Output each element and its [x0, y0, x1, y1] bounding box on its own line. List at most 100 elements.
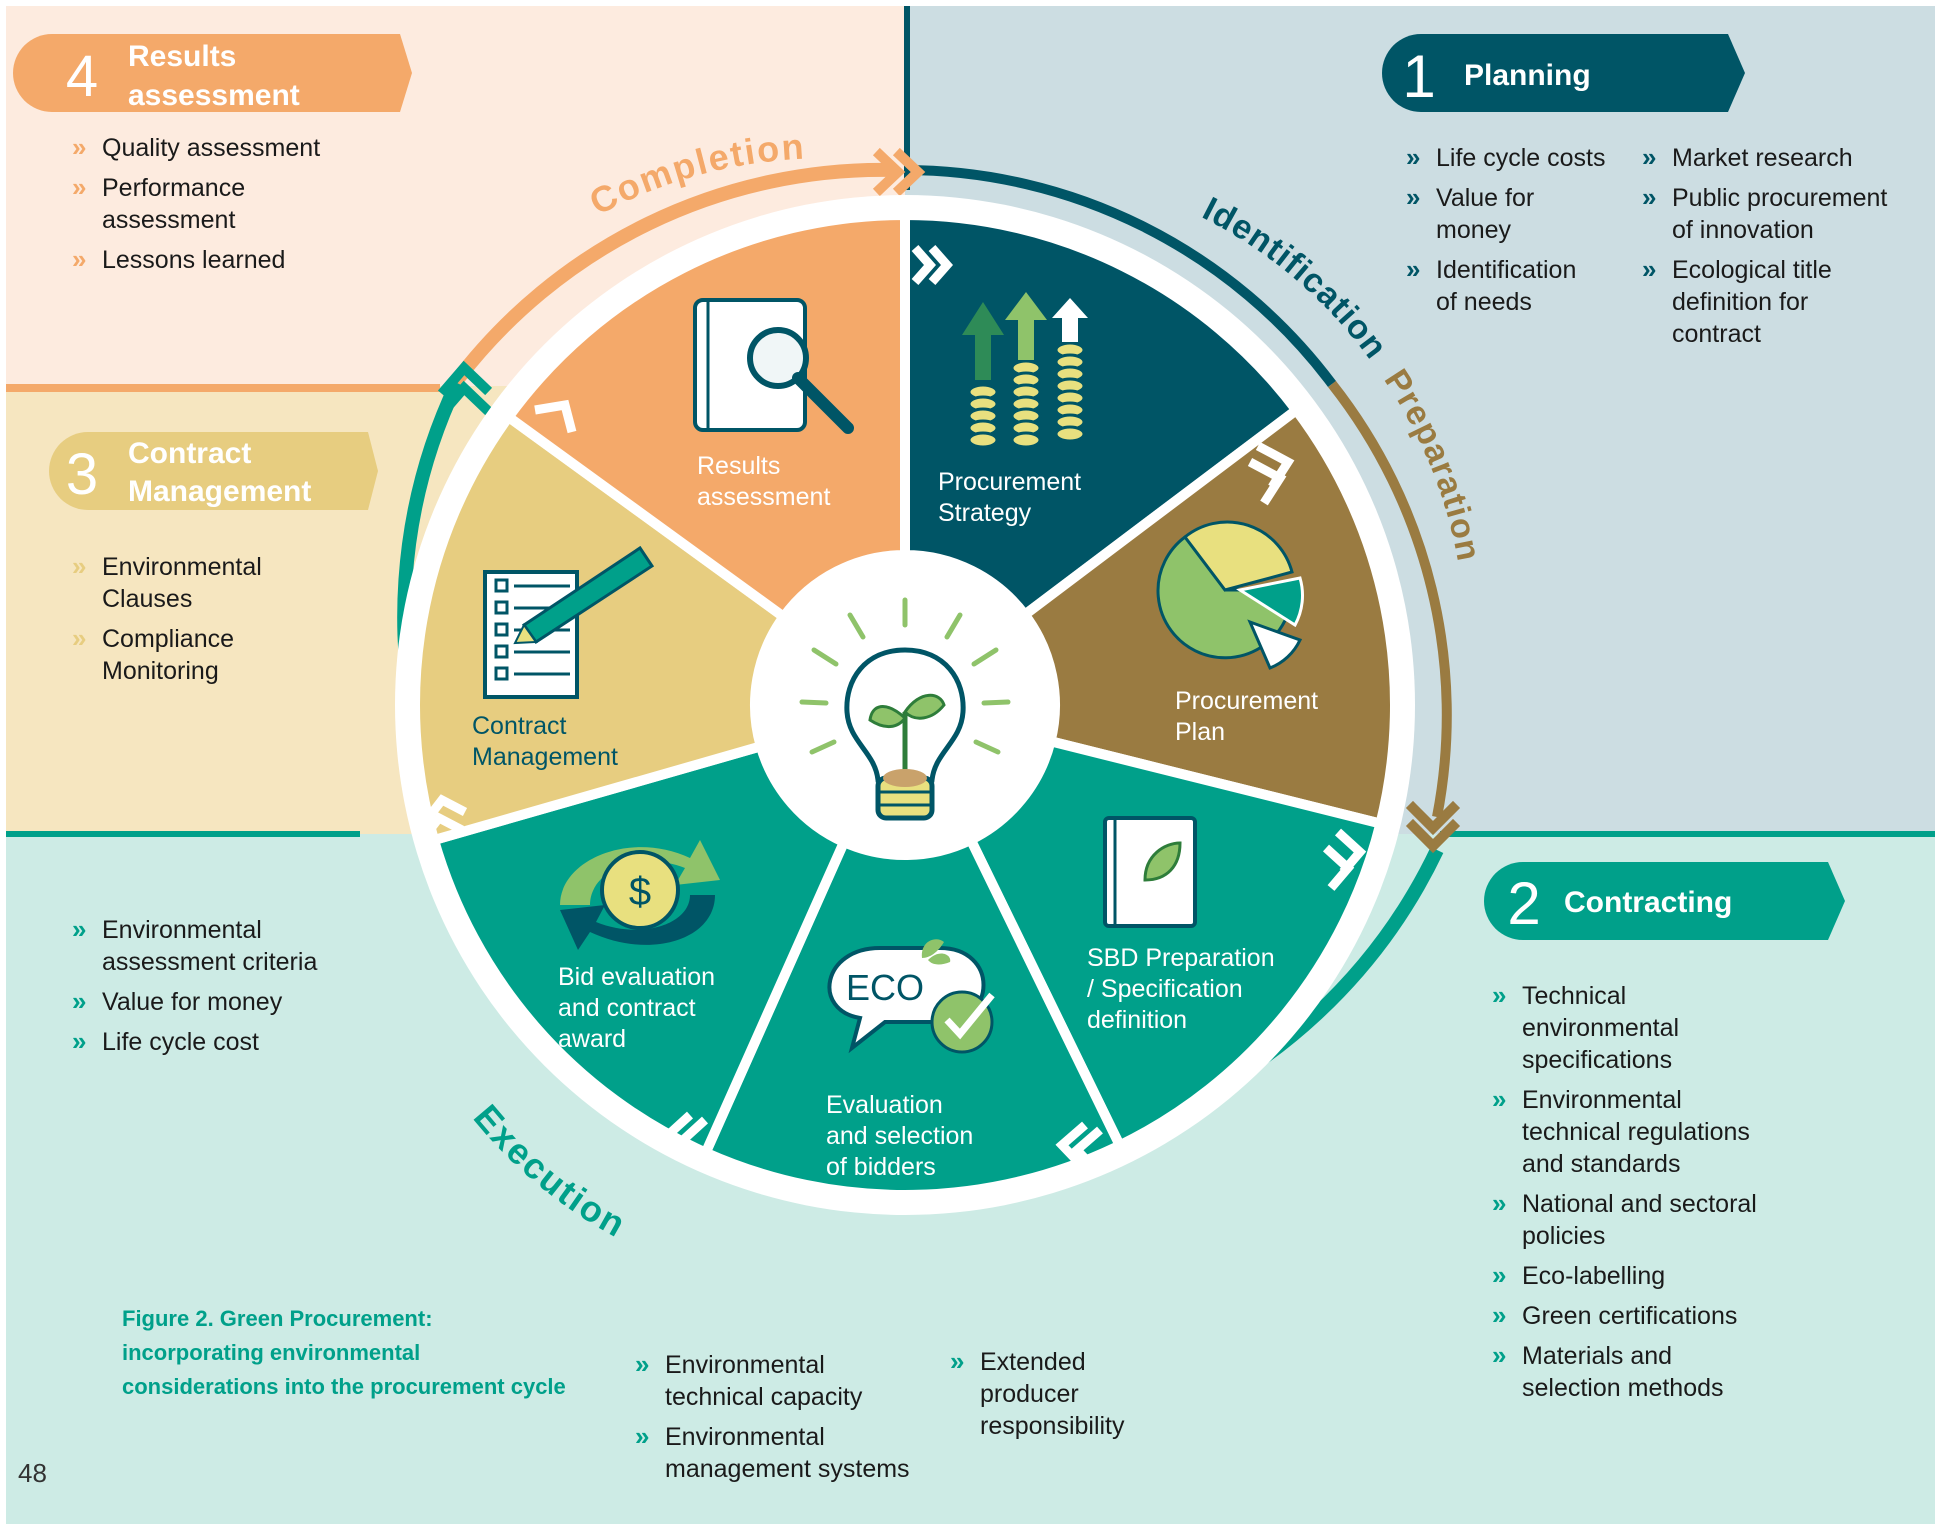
list-item-text: Value for: [1436, 184, 1534, 212]
pie-chart-icon: [1156, 520, 1304, 670]
list-item-text: Extended: [980, 1348, 1086, 1376]
completion-arc: [449, 162, 896, 388]
bullet-arrow-icon: »: [72, 172, 86, 202]
bullet-arrow-icon: »: [72, 551, 86, 581]
completion-arrowhead-icon-2: [892, 147, 926, 197]
list-item-text: Lessons learned: [102, 246, 285, 274]
bullet-arrow-icon: »: [1492, 1084, 1506, 1114]
chevron-left-icon: [1055, 1121, 1088, 1171]
list-item: » Life cycle cost: [72, 1026, 259, 1056]
bullet-arrow-icon: »: [1406, 254, 1420, 284]
preparation-arrowhead-icon: [1405, 800, 1461, 836]
list-item-text: Compliance: [102, 625, 234, 653]
list-item: » Extended producer responsibility: [950, 1346, 1125, 1440]
page-number: 48: [18, 1458, 47, 1488]
list-item-text: Performance: [102, 174, 245, 202]
list-item-text: Technical: [1522, 982, 1626, 1010]
list-item-text: Eco-labelling: [1522, 1262, 1665, 1290]
list-item: » Value for money: [72, 986, 283, 1016]
checklist-pencil-icon: [483, 545, 655, 699]
list-item: »Green certifications: [1492, 1300, 1737, 1330]
list-item-text: specifications: [1522, 1046, 1672, 1074]
bullet-arrow-icon: »: [950, 1346, 964, 1376]
chevron-down-icon: [1247, 458, 1287, 506]
list-item: »Market research: [1642, 142, 1853, 172]
completion-arrowhead-icon: [872, 147, 906, 197]
list-item-text: Life cycle cost: [102, 1028, 259, 1056]
bullet-arrow-icon: »: [72, 132, 86, 162]
bullet-arrow-icon: »: [1492, 1340, 1506, 1370]
bullet-arrow-icon: »: [1642, 182, 1656, 212]
phase-number-contract-management: 3: [66, 442, 98, 507]
list-item-text: selection methods: [1522, 1374, 1724, 1402]
phase-number-contracting: 2: [1507, 870, 1540, 937]
list-item-text: responsibility: [980, 1412, 1125, 1440]
bullet-arrow-icon: »: [72, 244, 86, 274]
list-item-text: technical regulations: [1522, 1118, 1750, 1146]
phase-number-results: 4: [66, 44, 98, 109]
bullet-arrow-icon: »: [72, 1026, 86, 1056]
list-item-text: Public procurement: [1672, 184, 1887, 212]
chevron-up-icon: [421, 794, 468, 825]
chevron-up-icon: [534, 399, 577, 434]
list-item-text: technical capacity: [665, 1383, 863, 1411]
list-item-text: Green certifications: [1522, 1302, 1737, 1330]
chevron-left-icon: [1070, 1126, 1103, 1176]
list-item: » Life cycle costs: [1406, 142, 1606, 172]
list-item-text: Life cycle costs: [1436, 144, 1606, 172]
list-item-text: environmental: [1522, 1014, 1679, 1042]
eco-bubble-label: ECO: [846, 967, 924, 1008]
execution-arrowhead-icon: [437, 360, 493, 398]
list-item-text: Environmental: [665, 1423, 825, 1451]
bullet-arrow-icon: »: [72, 623, 86, 653]
list-item: »Eco-labelling: [1492, 1260, 1665, 1290]
chevron-right-icon: [928, 245, 954, 285]
list-item: » Lessons learned: [72, 244, 285, 274]
list-item-text: Environmental: [102, 916, 262, 944]
chevron-left-icon: [661, 1111, 694, 1161]
magnifier-book-icon: [693, 298, 854, 434]
figure-caption: Figure 2. Green Procurement: incorporati…: [122, 1306, 566, 1399]
lightbulb-icon: [799, 597, 1011, 821]
phase-banner-contracting: 2 Contracting: [1484, 862, 1845, 940]
bullet-arrow-icon: »: [635, 1421, 649, 1451]
preparation-arrowhead-icon-2: [1405, 818, 1461, 854]
list-item: » Environmental management systems: [635, 1421, 910, 1483]
list-item-text: of needs: [1436, 288, 1532, 316]
bullet-arrow-icon: »: [72, 986, 86, 1016]
list-item-text: producer: [980, 1380, 1079, 1408]
bullet-arrow-icon: »: [1492, 980, 1506, 1010]
list-item-text: Environmental: [102, 553, 262, 581]
list-item-text: Environmental: [665, 1351, 825, 1379]
list-item-text: Quality assessment: [102, 134, 320, 162]
list-item-text: management systems: [665, 1455, 910, 1483]
preparation-arc: [1328, 380, 1452, 818]
bullet-arrow-icon: »: [1406, 142, 1420, 172]
leaf-book-icon: [1103, 816, 1197, 928]
bullet-arrow-icon: »: [1642, 142, 1656, 172]
chevron-left-icon: [676, 1116, 709, 1166]
list-item-text: Monitoring: [102, 657, 219, 685]
chevron-right-icon: [911, 245, 937, 285]
bullet-arrow-icon: »: [635, 1349, 649, 1379]
identification-arc: [904, 165, 1336, 388]
list-item-text: definition for: [1672, 288, 1808, 316]
list-item-text: Materials and: [1522, 1342, 1672, 1370]
growth-arrows-coins-icon: [962, 292, 1088, 449]
phase-title-planning: Planning: [1464, 59, 1591, 92]
list-item-text: Value for money: [102, 988, 283, 1016]
